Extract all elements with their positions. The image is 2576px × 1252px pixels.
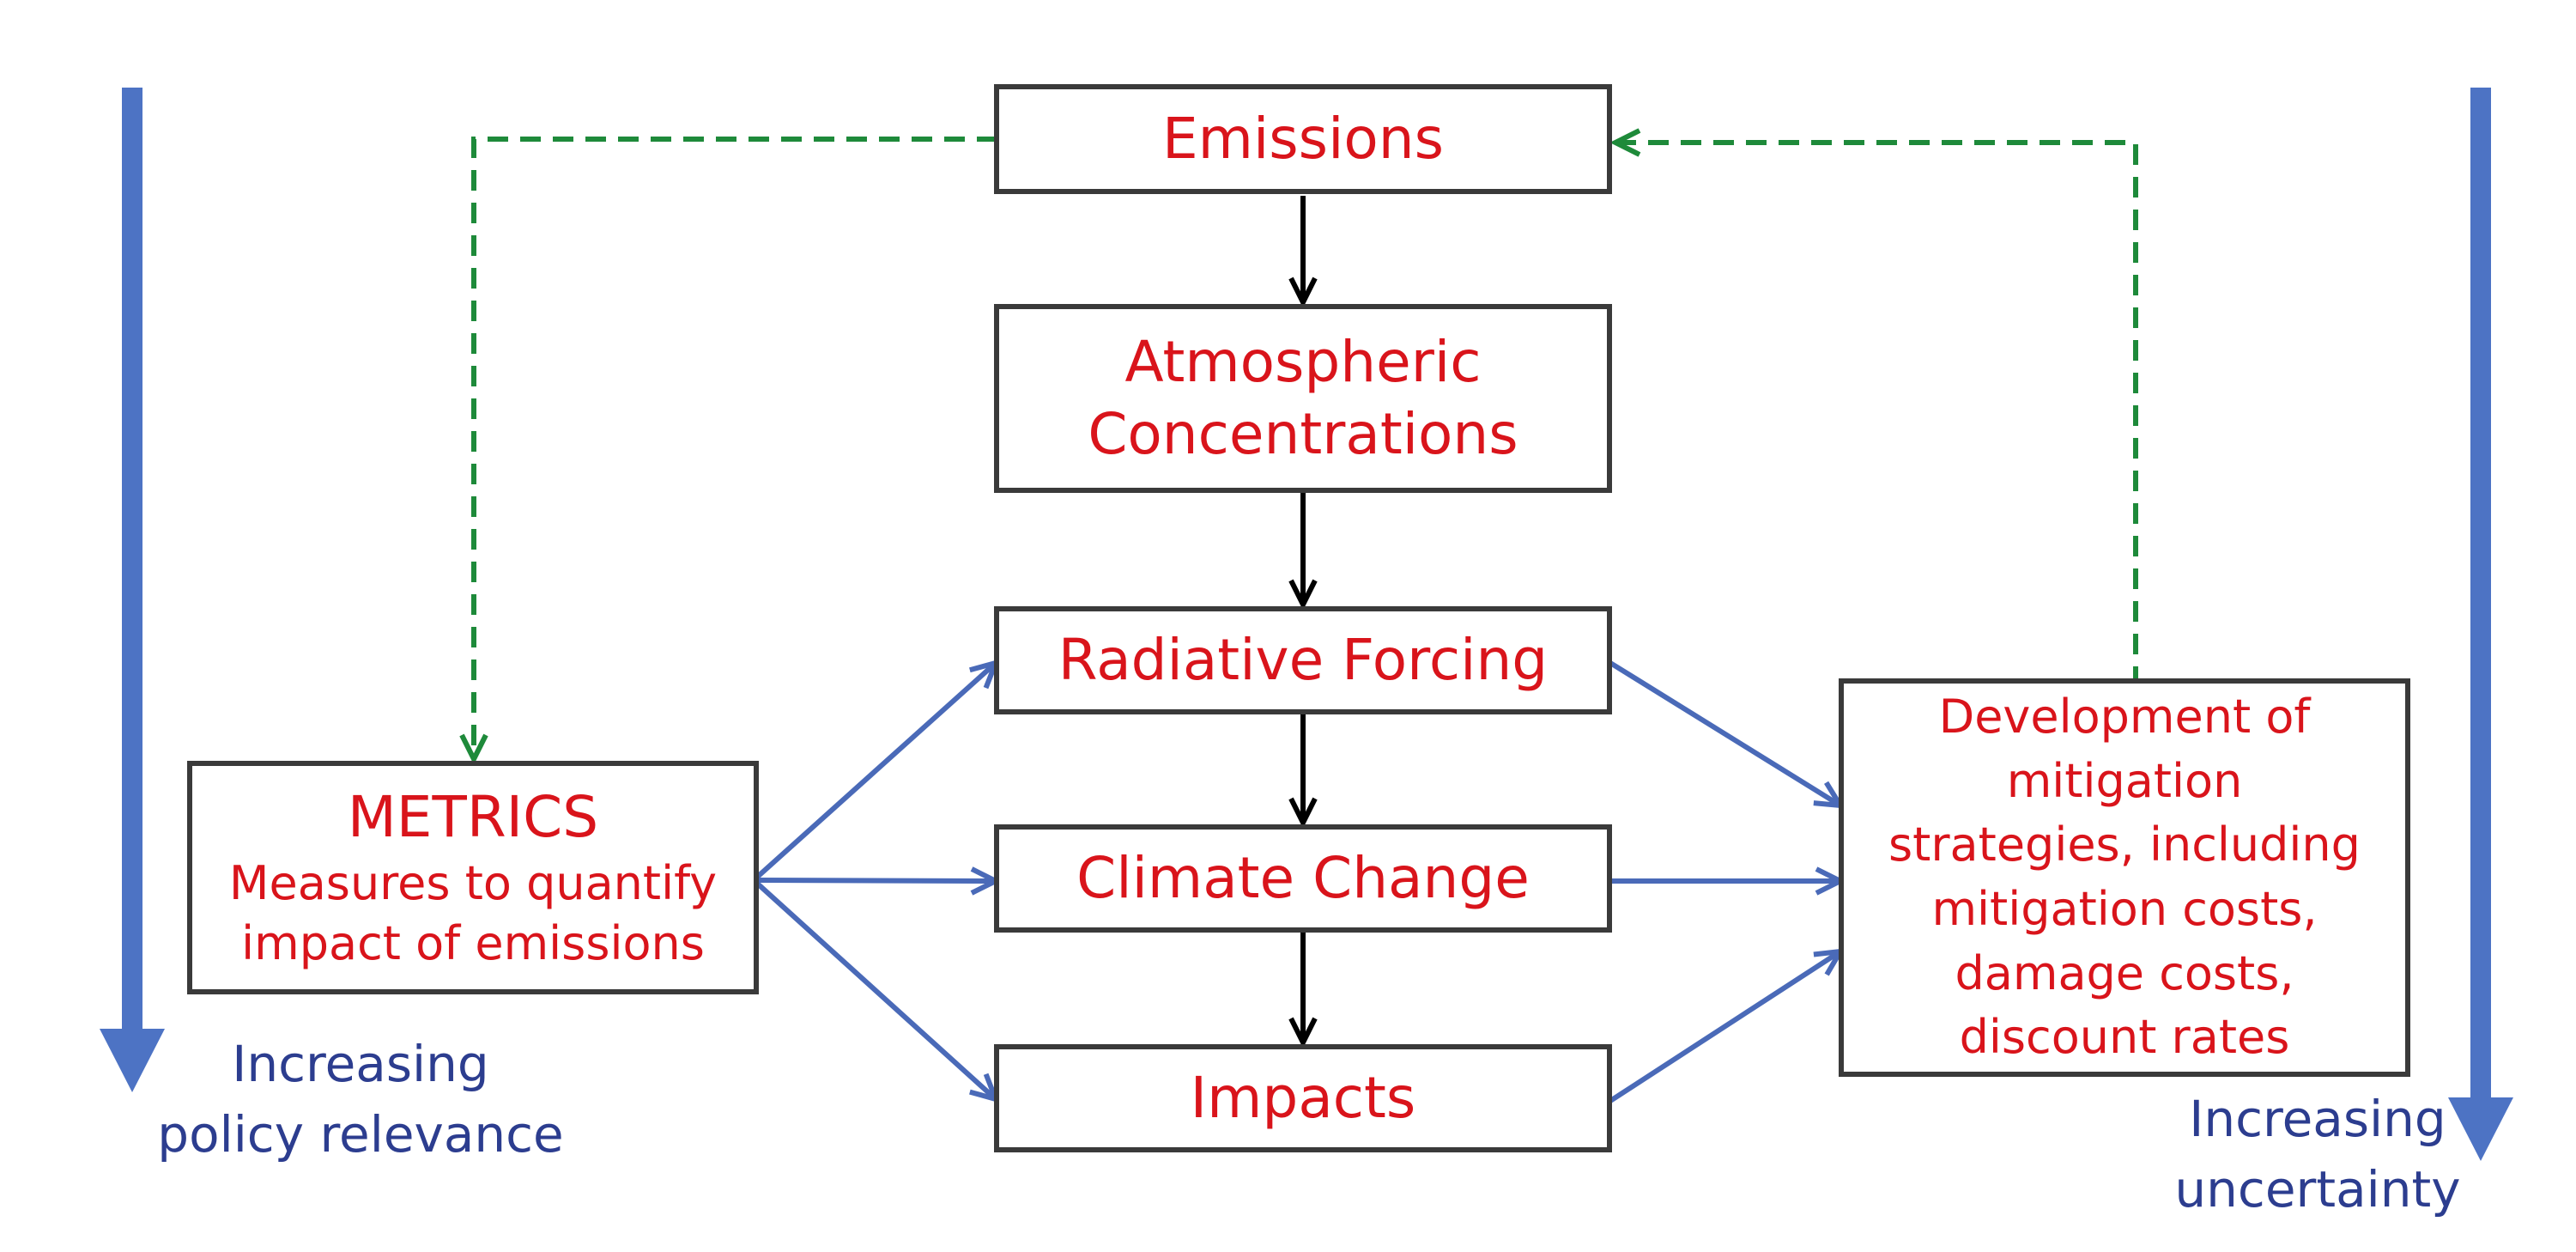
climate-box: Climate Change	[994, 824, 1612, 933]
dashed-arrow-mitigation-to-emissions	[1609, 128, 2138, 687]
concentrations-label-line2: Concentrations	[1088, 401, 1518, 467]
emissions-box: Emissions	[994, 84, 1612, 194]
emissions-label: Emissions	[1161, 105, 1445, 172]
concentrations-label-line1: Atmospheric	[1124, 328, 1482, 395]
mitigation-line: strategies, including	[1888, 817, 2361, 872]
uncertainty-line2: uncertainty	[2174, 1160, 2461, 1219]
metrics-line1: Measures to quantify	[228, 856, 718, 911]
uncertainty-line1: Increasing	[2189, 1090, 2446, 1148]
mitigation-line: damage costs,	[1955, 945, 2294, 1000]
policy-relevance-line2: policy relevance	[157, 1105, 564, 1164]
arrow-metrics-to-climate	[753, 866, 1002, 896]
concentrations-box: Atmospheric Concentrations	[994, 304, 1612, 493]
arrow-forcing-to-mitigation	[1609, 660, 1846, 809]
mitigation-box: Development of mitigation strategies, in…	[1839, 678, 2410, 1077]
left-side-arrow-icon	[100, 88, 165, 1092]
impacts-label: Impacts	[1190, 1064, 1416, 1131]
uncertainty-label: Increasing uncertainty	[2129, 1084, 2506, 1225]
arrow-metrics-to-impacts	[751, 878, 1000, 1103]
forcing-box: Radiative Forcing	[994, 606, 1612, 714]
mitigation-line: mitigation costs,	[1931, 882, 2318, 936]
arrow-impacts-to-mitigation	[1609, 948, 1846, 1103]
mitigation-line: Development of	[1938, 690, 2311, 745]
arrow-metrics-to-forcing	[751, 659, 1000, 883]
metrics-box: METRICS Measures to quantify impact of e…	[187, 761, 759, 994]
mitigation-line: discount rates	[1959, 1010, 2290, 1065]
forcing-label: Radiative Forcing	[1058, 626, 1549, 693]
policy-relevance-label: Increasing policy relevance	[129, 1029, 592, 1170]
right-side-arrow-icon	[2448, 88, 2513, 1161]
dashed-arrow-emissions-to-metrics	[459, 137, 997, 765]
metrics-title: METRICS	[347, 783, 599, 850]
impacts-box: Impacts	[994, 1044, 1612, 1152]
climate-label: Climate Change	[1076, 844, 1530, 911]
policy-relevance-line1: Increasing	[232, 1035, 489, 1093]
mitigation-line: mitigation	[2006, 753, 2243, 808]
metrics-line2: impact of emissions	[241, 916, 705, 971]
